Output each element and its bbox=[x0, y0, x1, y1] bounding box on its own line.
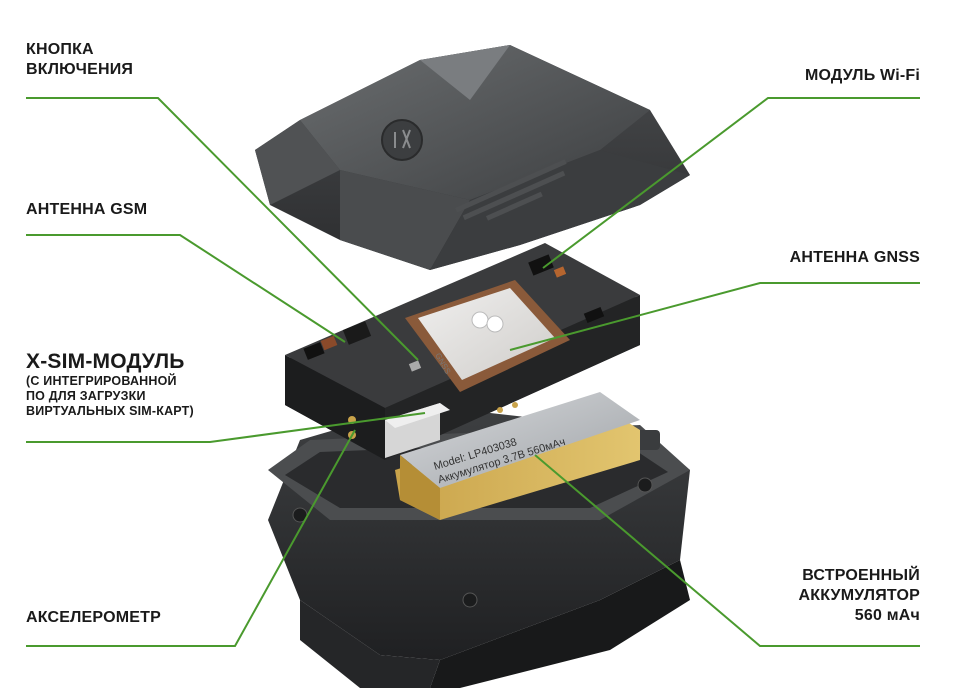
leader-battery bbox=[534, 454, 920, 647]
label-battery-line-1: ВСТРОЕННЫЙ bbox=[802, 567, 920, 584]
top-lid bbox=[255, 45, 690, 270]
label-accelerometer: АКСЕЛЕРОМЕТР bbox=[26, 608, 161, 628]
label-accelerometer-line-1: АКСЕЛЕРОМЕТР bbox=[26, 609, 161, 626]
leader-xsim-module bbox=[26, 412, 426, 443]
label-battery-line-2: АККУМУЛЯТОР bbox=[798, 587, 920, 604]
leader-wifi-module bbox=[542, 97, 920, 269]
label-xsim-sub-1: (С ИНТЕГРИРОВАННОЙ bbox=[26, 374, 177, 388]
label-power-button-line-2: ВКЛЮЧЕНИЯ bbox=[26, 61, 134, 78]
leader-accelerometer bbox=[26, 429, 356, 647]
label-xsim-sub-3: ВИРТУАЛЬНЫХ SIM-КАРТ) bbox=[26, 404, 194, 418]
label-power-button: КНОПКА ВКЛЮЧЕНИЯ bbox=[26, 40, 133, 80]
label-gnss-antenna: АНТЕННА GNSS bbox=[790, 248, 920, 268]
label-gnss-antenna-line-1: АНТЕННА GNSS bbox=[789, 249, 920, 266]
battery-pack: Model: LP403038 Аккумулятор 3.7В 560мАч bbox=[395, 392, 640, 520]
label-battery-line-3: 560 мАч bbox=[854, 607, 920, 624]
pcb-board: GNSS bbox=[285, 243, 640, 460]
label-wifi-module: МОДУЛЬ Wi-Fi bbox=[805, 66, 920, 86]
leader-gsm-antenna bbox=[26, 234, 346, 343]
leader-power-button bbox=[26, 97, 419, 361]
label-wifi-module-line-1: МОДУЛЬ Wi-Fi bbox=[804, 67, 920, 84]
label-power-button-line-1: КНОПКА bbox=[26, 41, 94, 58]
gnss-patch: GNSS bbox=[405, 280, 570, 392]
label-xsim-title: X-SIM-МОДУЛЬ bbox=[26, 350, 185, 373]
label-xsim-module: X-SIM-МОДУЛЬ (С ИНТЕГРИРОВАННОЙ ПО ДЛЯ З… bbox=[26, 350, 194, 419]
label-xsim-sub-2: ПО ДЛЯ ЗАГРУЗКИ bbox=[26, 389, 146, 403]
label-gsm-antenna-line-1: АНТЕННА GSM bbox=[26, 201, 148, 218]
leader-lines bbox=[26, 97, 920, 647]
label-battery: ВСТРОЕННЫЙ АККУМУЛЯТОР 560 мАч bbox=[798, 566, 920, 626]
label-gsm-antenna: АНТЕННА GSM bbox=[26, 200, 147, 220]
leader-gnss-antenna bbox=[509, 282, 920, 351]
